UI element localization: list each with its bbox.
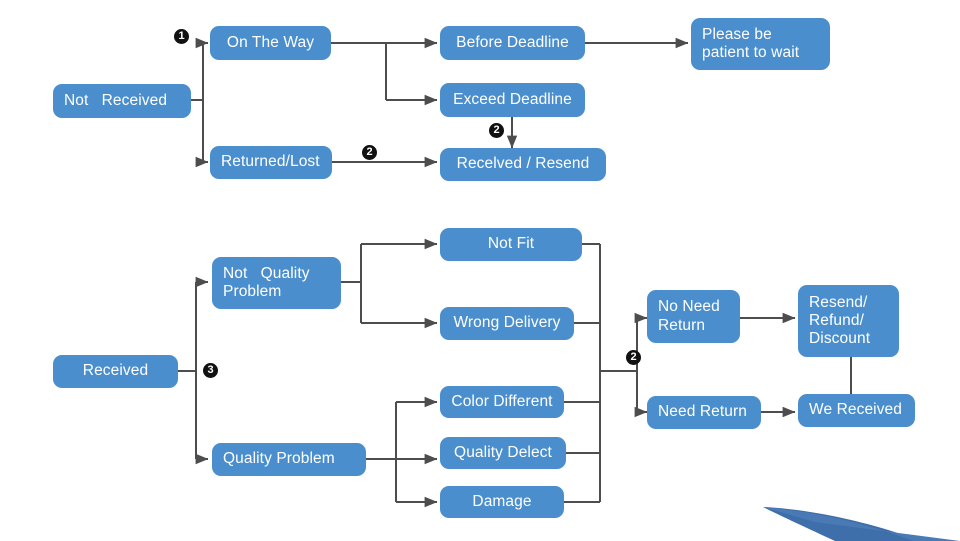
marker-2-return-decision: 2: [626, 350, 641, 365]
marker-1-not-received-split: 1: [174, 29, 189, 44]
node-received[interactable]: Received: [53, 355, 178, 388]
node-damage[interactable]: Damage: [440, 486, 564, 518]
decorative-swoosh: [763, 507, 960, 541]
node-quality-problem[interactable]: Quality Problem: [212, 443, 366, 476]
node-no-need-return[interactable]: No Need Return: [647, 290, 740, 343]
node-wrong-delivery[interactable]: Wrong Delivery: [440, 307, 574, 340]
node-received-resend[interactable]: Recelved / Resend: [440, 148, 606, 181]
node-resend-refund-discount[interactable]: Resend/ Refund/ Discount: [798, 285, 899, 357]
node-returned-lost[interactable]: Returned/Lost: [210, 146, 332, 179]
node-please-be-patient[interactable]: Please be patient to wait: [691, 18, 830, 70]
node-before-deadline[interactable]: Before Deadline: [440, 26, 585, 60]
node-color-different[interactable]: Color Different: [440, 386, 564, 418]
node-not-fit[interactable]: Not Fit: [440, 228, 582, 261]
node-exceed-deadline[interactable]: Exceed Deadline: [440, 83, 585, 117]
marker-3-received-split: 3: [203, 363, 218, 378]
node-not-received[interactable]: Not Received: [53, 84, 191, 118]
node-we-received[interactable]: We Received: [798, 394, 915, 427]
node-quality-defect[interactable]: Quality Delect: [440, 437, 566, 469]
marker-2-returned-lost: 2: [362, 145, 377, 160]
marker-2-exceed-deadline: 2: [489, 123, 504, 138]
node-need-return[interactable]: Need Return: [647, 396, 761, 429]
node-not-quality-problem[interactable]: Not Quality Problem: [212, 257, 341, 309]
node-on-the-way[interactable]: On The Way: [210, 26, 331, 60]
